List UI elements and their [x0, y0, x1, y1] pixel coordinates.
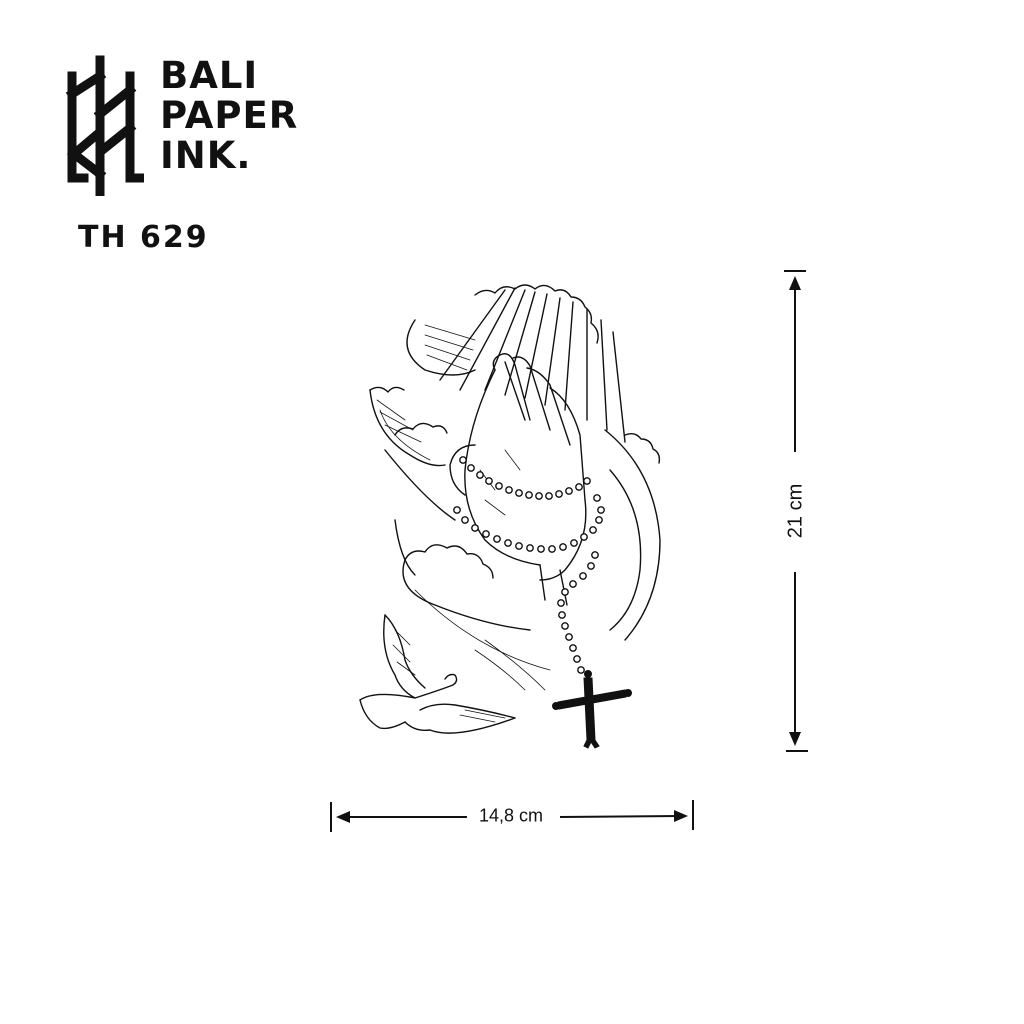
width-dimension-line	[330, 800, 694, 832]
width-label: 14,8 cm	[472, 805, 550, 827]
product-code: TH 629	[78, 220, 209, 255]
brand-line-2: PAPER	[160, 94, 299, 137]
height-label: 21 cm	[784, 477, 808, 545]
brand-line-3: INK.	[160, 134, 252, 177]
tattoo-artwork	[359, 284, 661, 749]
brand-name: BALI PAPER INK.	[160, 56, 298, 176]
bpi-monogram-icon	[65, 55, 144, 196]
height-dimension-line	[784, 270, 808, 752]
brand-line-1: BALI	[160, 54, 259, 97]
